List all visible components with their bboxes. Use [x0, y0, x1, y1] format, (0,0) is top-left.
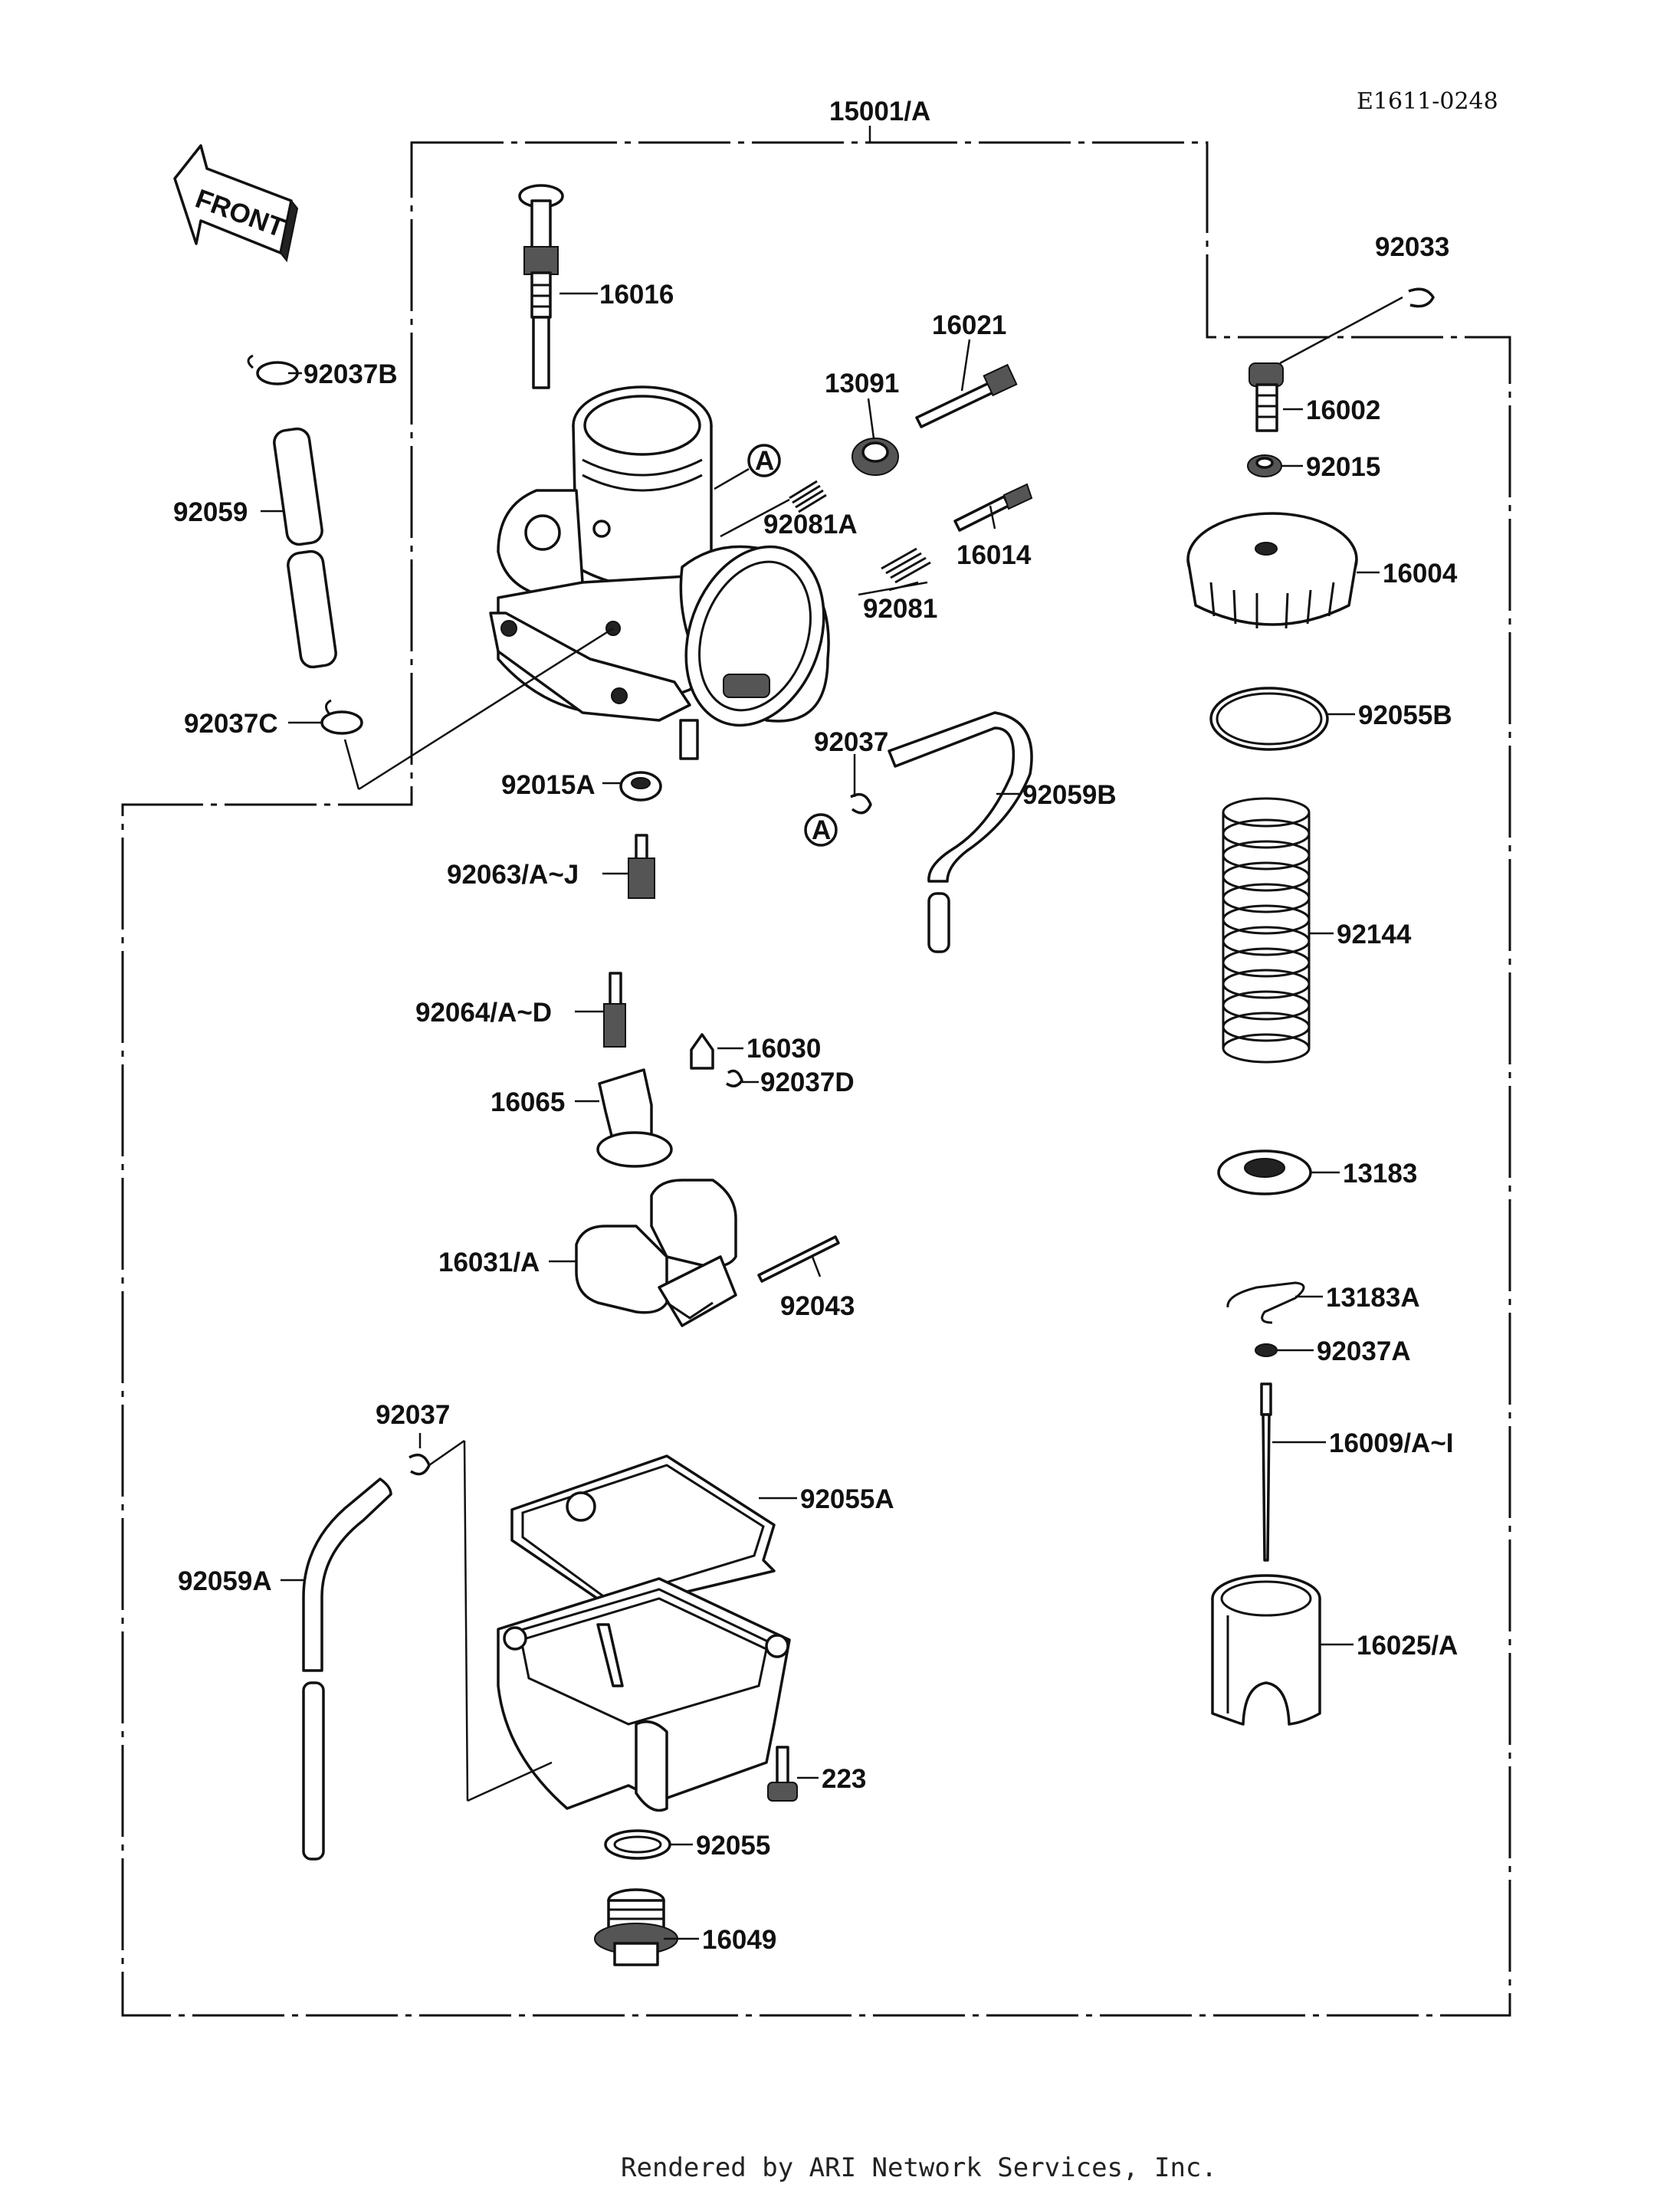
label-92033: 92033 [1375, 232, 1449, 262]
label-16030: 16030 [746, 1034, 821, 1064]
needle-jet-holder-16065 [596, 1068, 673, 1168]
assembly-number-label: 15001/A [829, 97, 930, 126]
hose-92059B [888, 711, 1033, 953]
oring-92055 [604, 1829, 671, 1860]
spring-92081A [789, 480, 827, 513]
ref-marker-a-lower: A [804, 813, 838, 847]
ref-marker-a-upper: A [747, 444, 781, 477]
label-92043: 92043 [780, 1291, 855, 1321]
label-92059: 92059 [173, 497, 248, 527]
float-16031 [575, 1179, 737, 1327]
label-16065: 16065 [491, 1087, 565, 1117]
clip-92037D [726, 1069, 743, 1087]
assembly-frame [121, 141, 1511, 2017]
screw-16021 [915, 363, 1018, 428]
carburetor-body [489, 385, 830, 760]
float-bowl [497, 1577, 791, 1812]
label-92059A: 92059A [178, 1566, 272, 1596]
washer-92015 [1247, 454, 1282, 477]
clip-13183A [1226, 1281, 1305, 1324]
svg-text:A: A [755, 446, 774, 476]
float-valve-16030 [690, 1033, 714, 1070]
label-16016: 16016 [599, 280, 674, 310]
pin-92043 [757, 1235, 840, 1283]
label-92081A: 92081A [763, 510, 858, 539]
screw-16002 [1249, 362, 1284, 432]
label-16002: 16002 [1306, 395, 1380, 425]
clip-92037A [1255, 1343, 1278, 1357]
drawing-code: E1611-0248 [1357, 88, 1498, 115]
label-92064: 92064/A~D [415, 998, 552, 1028]
label-92037B: 92037B [304, 359, 398, 389]
label-16025: 16025/A [1357, 1631, 1458, 1661]
hose-92059 [273, 427, 337, 669]
nut-13091 [851, 438, 899, 476]
label-92037D: 92037D [760, 1067, 855, 1097]
label-92144: 92144 [1337, 920, 1412, 949]
oring-92055B [1209, 687, 1329, 751]
clip-92037B [247, 354, 299, 385]
label-92055A: 92055A [800, 1484, 894, 1514]
jet-needle-16009 [1260, 1382, 1272, 1562]
label-13183A: 13183A [1326, 1283, 1420, 1313]
svg-text:A: A [812, 815, 831, 845]
washer-92015A [619, 771, 662, 802]
label-92037C: 92037C [184, 709, 278, 739]
label-92055B: 92055B [1358, 700, 1452, 730]
label-16014: 16014 [956, 540, 1032, 570]
label-92015: 92015 [1306, 452, 1380, 482]
label-16004: 16004 [1383, 559, 1458, 589]
label-223: 223 [822, 1764, 866, 1794]
label-13091: 13091 [825, 369, 899, 398]
main-jet-92064 [603, 972, 626, 1048]
gasket-92055A [510, 1454, 776, 1611]
retainer-13183 [1217, 1149, 1312, 1195]
label-92037-lower: 92037 [376, 1400, 450, 1430]
hose-92059A [302, 1477, 392, 1861]
label-92037A: 92037A [1317, 1336, 1411, 1366]
plug-16049 [594, 1888, 678, 1966]
front-direction-arrow: FRONT [173, 144, 299, 263]
label-92059B: 92059B [1022, 780, 1117, 810]
label-13183: 13183 [1343, 1159, 1417, 1189]
jet-92063 [628, 834, 655, 899]
spring-92081 [881, 547, 931, 584]
screw-16014 [953, 483, 1033, 532]
clip-92037-mid [850, 792, 872, 815]
cap-16004 [1186, 512, 1358, 629]
throttle-valve-16025 [1211, 1574, 1321, 1726]
screw-223 [767, 1746, 798, 1802]
label-92015A: 92015A [501, 770, 596, 800]
clip-92037C [320, 699, 363, 735]
label-92063: 92063/A~J [447, 860, 579, 890]
spring-92144 [1222, 797, 1311, 1064]
starter-plunger-16016 [518, 184, 564, 389]
label-92081: 92081 [863, 594, 937, 624]
label-16021: 16021 [932, 310, 1006, 340]
label-16031: 16031/A [438, 1248, 540, 1277]
clip-92037-lower [409, 1453, 431, 1476]
clip-92033 [1408, 287, 1435, 308]
label-92037-mid: 92037 [814, 727, 888, 757]
footer-credit: Rendered by ARI Network Services, Inc. [621, 2153, 1217, 2183]
label-16009: 16009/A~I [1329, 1428, 1454, 1458]
label-16049: 16049 [702, 1925, 776, 1955]
label-92055: 92055 [696, 1831, 770, 1861]
